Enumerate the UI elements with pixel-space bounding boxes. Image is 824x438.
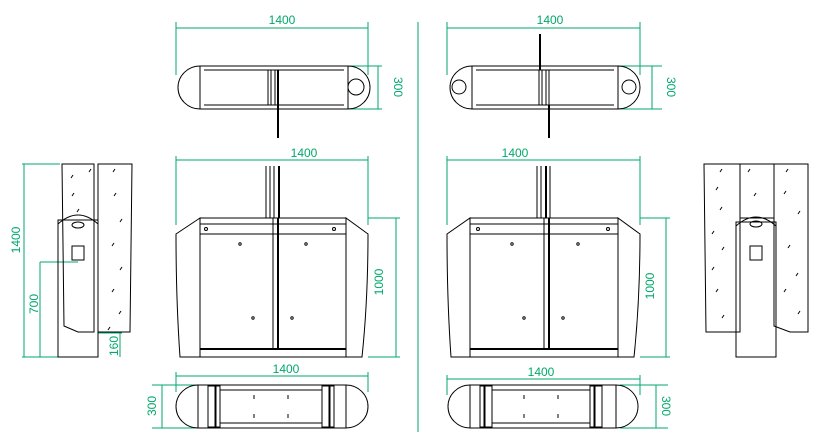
- left-top-view: 1400 300: [175, 13, 405, 138]
- right-top-view: 1400 300: [446, 13, 678, 138]
- left-front-width-label: 1400: [291, 146, 318, 160]
- right-bottom-depth-label: 300: [659, 396, 673, 416]
- left-top-width-label: 1400: [269, 13, 296, 27]
- left-side-base-label: 160: [107, 336, 121, 356]
- left-bottom-width-label: 1400: [273, 362, 300, 376]
- right-front-height-label: 1000: [643, 272, 657, 299]
- right-front-width-label: 1400: [502, 146, 529, 160]
- left-side-total-height-label: 1400: [9, 226, 23, 253]
- right-top-depth-label: 300: [664, 77, 678, 97]
- right-top-width-label: 1400: [537, 13, 564, 27]
- right-front-view: 1400 1000: [446, 146, 670, 358]
- right-bottom-width-label: 1400: [528, 365, 555, 379]
- left-front-height-label: 1000: [372, 268, 386, 295]
- left-side-sensor-height-label: 700: [27, 294, 41, 314]
- right-side-view: [703, 163, 809, 358]
- left-bottom-view: 1400 300: [145, 362, 369, 429]
- left-front-view: 1400 1000: [175, 146, 400, 358]
- left-side-view: 1400 700 160: [9, 163, 133, 358]
- right-bottom-view: 1400 300: [446, 365, 673, 429]
- left-bottom-depth-label: 300: [145, 396, 159, 416]
- left-top-depth-label: 300: [391, 77, 405, 97]
